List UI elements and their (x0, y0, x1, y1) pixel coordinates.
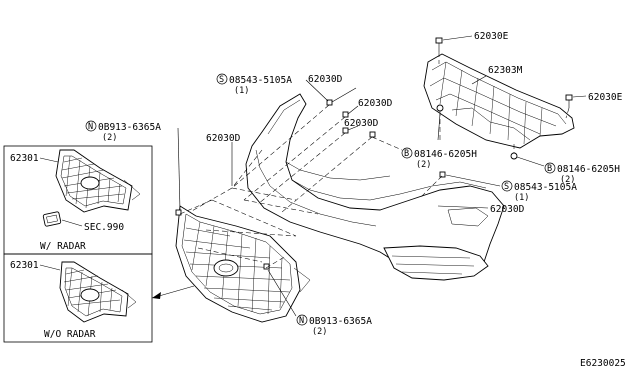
callout-screw-08543-right: S 08543-5105A (1) (501, 180, 577, 203)
inset-radar-caption: W/ RADAR (40, 241, 86, 252)
label-62303M: 62303M (488, 65, 523, 76)
callout-bolt-08146-left: B 08146-6205H (2) (401, 147, 477, 170)
inset-no-radar-caption: W/O RADAR (44, 329, 96, 340)
assembly-lines (179, 104, 443, 269)
reference-arrow (151, 285, 195, 299)
label-08146-right: 08146-6205H (557, 164, 620, 175)
qty-08913-bottom: (2) (312, 327, 327, 337)
label-08146-left: 08146-6205H (414, 149, 477, 160)
bolt-08146-left-icon (436, 104, 444, 140)
grille-with-radar (55, 149, 141, 213)
callout-leaders (177, 35, 587, 317)
inset-without-radar: 62301 W/O RADAR (3, 253, 153, 343)
qty-08543-right: (1) (514, 193, 529, 203)
callout-nut-08913-bottom: N 0B913-6365A (2) (296, 314, 372, 337)
inset-with-radar: 62301 SEC.990 W/ RADAR (3, 145, 153, 255)
clip-62030E-top-icon (435, 37, 443, 64)
sec-990-label: SEC.990 (84, 222, 124, 233)
marker-s-right: S (504, 182, 509, 192)
inset-no-radar-part-number: 62301 (10, 260, 39, 271)
qty-08543-top: (1) (234, 86, 249, 96)
inset-radar-part-number: 62301 (10, 153, 39, 164)
label-62030D-right: 62030D (490, 204, 525, 215)
label-62030D-left: 62030D (206, 133, 241, 144)
diagram-code: E6230025 (580, 358, 626, 369)
label-62030D-b: 62030D (358, 98, 393, 109)
clip-62030D-group-icon (175, 99, 446, 270)
marker-n-top: N (88, 122, 93, 132)
front-grille-main (175, 205, 311, 323)
marker-s-top: S (219, 75, 224, 85)
radar-sensor-icon (42, 211, 62, 227)
label-08543-top: 08543-5105A (229, 75, 292, 86)
qty-08913-top: (2) (102, 133, 117, 143)
label-62030D-a: 62030D (308, 74, 343, 85)
label-08913-top: 0B913-6365A (98, 122, 161, 133)
marker-b-right: B (547, 164, 552, 174)
grille-without-radar (59, 261, 137, 323)
label-62030E-right: 62030E (588, 92, 623, 103)
qty-08146-right: (2) (560, 175, 575, 185)
callout-bolt-08146-right: B 08146-6205H (2) (544, 162, 620, 185)
clip-62030E-right-icon (565, 94, 573, 119)
label-62030E-top: 62030E (474, 31, 509, 42)
front-bumper-fascia (245, 93, 505, 281)
label-08913-bottom: 0B913-6365A (309, 316, 372, 327)
label-62030D-c: 62030D (344, 118, 379, 129)
callout-nut-08913-top: N 0B913-6365A (2) (85, 120, 161, 143)
marker-n-bottom: N (299, 316, 304, 326)
upper-bracket-62303M (423, 53, 575, 149)
marker-b-left: B (404, 149, 409, 159)
qty-08146-left: (2) (416, 160, 431, 170)
label-08543-right: 08543-5105A (514, 182, 577, 193)
bolt-08146-right-icon (510, 144, 545, 167)
callout-screw-08543-top: S 08543-5105A (1) (216, 73, 292, 96)
